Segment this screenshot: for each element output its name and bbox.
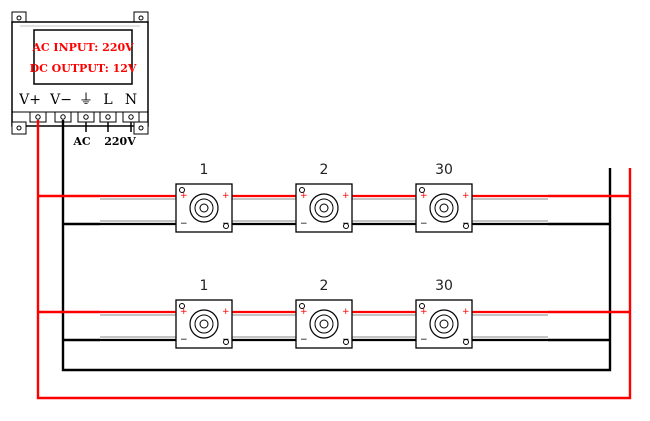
polarity-minus-left: −: [420, 335, 428, 345]
led-emitter: [319, 319, 329, 329]
terminal-ground: [77, 111, 95, 123]
terminal-screw-icon: [105, 114, 111, 120]
terminal-neutral: [122, 111, 140, 123]
screw-hole-icon: [138, 125, 144, 131]
terminal-screw-icon: [128, 114, 134, 120]
led-lens-icon: [189, 193, 219, 223]
mount-hole-icon: [343, 223, 349, 229]
led-module: + + − − 1: [175, 278, 233, 349]
module-number-label: 30: [435, 278, 453, 294]
polarity-minus-right: −: [222, 335, 230, 345]
terminal-label-v-minus: V−: [49, 92, 72, 108]
terminal-screw-icon: [83, 114, 89, 120]
terminal-screw-icon: [35, 114, 41, 120]
negative-trunk-wire: [61, 120, 612, 372]
polarity-minus-left: −: [180, 219, 188, 229]
module-number-label: 1: [200, 278, 209, 294]
led-lens-ring: [314, 198, 334, 218]
led-emitter: [439, 319, 449, 329]
polarity-plus-left: +: [300, 307, 308, 317]
led-row-2: + + − − 1 + + − − 2 + + − − 30: [38, 278, 630, 349]
screw-hole-icon: [16, 125, 22, 131]
polarity-minus-right: −: [222, 219, 230, 229]
positive-trunk-wire: [36, 120, 632, 400]
led-lens-ring: [434, 198, 454, 218]
polarity-minus-right: −: [462, 219, 470, 229]
polarity-plus-right: +: [222, 191, 230, 201]
polarity-plus-right: +: [462, 191, 470, 201]
led-lens-ring: [194, 314, 214, 334]
polarity-plus-left: +: [420, 191, 428, 201]
terminal-label-neutral: N: [125, 92, 137, 108]
power-supply: AC INPUT: 220V DC OUTPUT: 12V V+ V− ⏚ L …: [11, 11, 149, 148]
polarity-minus-left: −: [420, 219, 428, 229]
mount-hole-icon: [343, 339, 349, 345]
mount-hole-icon: [179, 187, 185, 193]
led-emitter: [439, 203, 449, 213]
polarity-plus-left: +: [180, 307, 188, 317]
terminal-live: [99, 111, 117, 123]
ac-label: AC: [72, 135, 91, 148]
polarity-minus-left: −: [300, 219, 308, 229]
display-ac-input: AC INPUT: 220V: [31, 41, 134, 54]
mount-hole-icon: [463, 339, 469, 345]
mount-hole-icon: [223, 339, 229, 345]
module-number-label: 2: [320, 162, 329, 178]
polarity-minus-right: −: [342, 219, 350, 229]
polarity-plus-right: +: [342, 191, 350, 201]
display-panel: [33, 29, 133, 85]
terminal-label-v-plus: V+: [18, 92, 41, 108]
display-dc-output: DC OUTPUT: 12V: [30, 62, 137, 75]
led-lens-ring: [314, 314, 334, 334]
led-emitter: [199, 319, 209, 329]
terminal-label-live: L: [103, 92, 112, 108]
mount-hole-icon: [299, 187, 305, 193]
led-lens-icon: [429, 193, 459, 223]
polarity-plus-left: +: [180, 191, 188, 201]
polarity-minus-left: −: [180, 335, 188, 345]
main-wiring: [36, 120, 632, 400]
led-rows: + + − − 1 + + − − 2 + + − − 30 + + − − 1 + + − − 2 + + − − 30: [38, 162, 630, 349]
led-emitter: [199, 203, 209, 213]
module-number-label: 1: [200, 162, 209, 178]
polarity-plus-left: +: [420, 307, 428, 317]
mount-hole-icon: [463, 223, 469, 229]
polarity-minus-right: −: [342, 335, 350, 345]
mount-ear-bottom-left: [11, 121, 27, 135]
mount-hole-icon: [179, 303, 185, 309]
terminal-label-ground: ⏚: [79, 92, 93, 108]
led-module: + + − − 1: [175, 162, 233, 233]
polarity-plus-right: +: [462, 307, 470, 317]
polarity-minus-left: −: [300, 335, 308, 345]
polarity-plus-left: +: [300, 191, 308, 201]
led-lens-icon: [189, 309, 219, 339]
polarity-plus-right: +: [222, 307, 230, 317]
module-number-label: 2: [320, 278, 329, 294]
polarity-plus-right: +: [342, 307, 350, 317]
led-module: + + − − 30: [415, 278, 473, 349]
led-emitter: [319, 203, 329, 213]
screw-hole-icon: [16, 15, 22, 21]
mount-hole-icon: [419, 303, 425, 309]
led-lens-icon: [429, 309, 459, 339]
ac-voltage-label: 220V: [104, 135, 136, 148]
led-lens-icon: [309, 309, 339, 339]
mount-hole-icon: [223, 223, 229, 229]
screw-hole-icon: [138, 15, 144, 21]
led-lens-ring: [194, 198, 214, 218]
polarity-minus-right: −: [462, 335, 470, 345]
led-module: + + − − 30: [415, 162, 473, 233]
mount-hole-icon: [299, 303, 305, 309]
terminal-screw-icon: [60, 114, 66, 120]
mount-ear-bottom-right: [133, 121, 149, 135]
led-row-1: + + − − 1 + + − − 2 + + − − 30: [38, 162, 630, 233]
terminal-block: [29, 111, 140, 123]
led-module: + + − − 2: [295, 162, 353, 233]
led-module: + + − − 2: [295, 278, 353, 349]
led-lens-ring: [434, 314, 454, 334]
module-number-label: 30: [435, 162, 453, 178]
led-lens-icon: [309, 193, 339, 223]
mount-hole-icon: [419, 187, 425, 193]
